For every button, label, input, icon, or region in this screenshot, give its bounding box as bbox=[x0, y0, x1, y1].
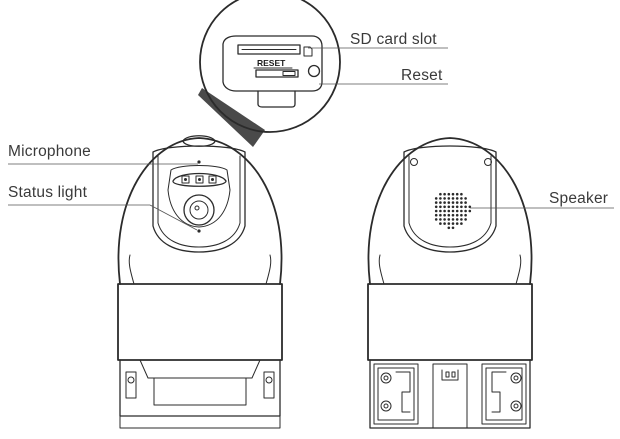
speaker-grill-hole bbox=[460, 197, 463, 200]
speaker-grill-hole bbox=[447, 201, 451, 204]
speaker-grill-hole bbox=[443, 197, 446, 200]
speaker-grill-hole bbox=[439, 218, 442, 221]
speaker-grill-hole bbox=[447, 197, 451, 200]
label-reset: Reset bbox=[401, 67, 443, 84]
speaker-grill-hole bbox=[451, 213, 455, 217]
label-speaker: Speaker bbox=[549, 190, 608, 207]
label-sd-card-slot: SD card slot bbox=[350, 31, 437, 48]
speaker-grill-hole bbox=[464, 197, 467, 200]
front-view-camera bbox=[117, 135, 283, 429]
speaker-grill-hole bbox=[460, 192, 463, 196]
speaker-grill-hole bbox=[434, 218, 438, 221]
sd-card-slot-opening bbox=[237, 44, 301, 55]
speaker-grill-hole bbox=[455, 209, 459, 213]
speaker-grill-hole bbox=[455, 213, 459, 217]
camera-lens bbox=[183, 194, 215, 226]
speaker-grill-hole bbox=[434, 201, 438, 204]
back-view-camera bbox=[367, 137, 533, 429]
speaker-grill-hole bbox=[464, 205, 467, 209]
label-microphone: Microphone bbox=[8, 143, 91, 160]
speaker-grill-hole bbox=[434, 205, 438, 209]
speaker-grill-hole bbox=[443, 218, 446, 221]
speaker-grill-hole bbox=[439, 222, 442, 225]
speaker-grill-hole bbox=[455, 192, 459, 196]
speaker-grill-hole bbox=[460, 222, 463, 225]
microphone-hole bbox=[197, 160, 201, 164]
speaker-grill-hole bbox=[468, 205, 472, 209]
speaker-grill-hole bbox=[439, 213, 442, 217]
speaker-grill-hole bbox=[447, 226, 451, 230]
speaker-grill-hole bbox=[451, 197, 455, 200]
speaker-grill-hole bbox=[460, 218, 463, 221]
speaker-grill-hole bbox=[434, 209, 438, 213]
leader-lines bbox=[8, 47, 614, 231]
speaker-grill-hole bbox=[439, 209, 442, 213]
speaker-grill-hole bbox=[460, 205, 463, 209]
speaker-grill-hole bbox=[455, 197, 459, 200]
speaker-grill-hole bbox=[464, 201, 467, 204]
speaker-grill-hole bbox=[455, 205, 459, 209]
label-status-light: Status light bbox=[8, 184, 88, 201]
speaker-grill-hole bbox=[439, 192, 442, 196]
speaker-grill-hole bbox=[451, 205, 455, 209]
speaker-grill-hole bbox=[451, 226, 455, 230]
speaker-grill-hole bbox=[464, 218, 467, 221]
speaker-grill-hole bbox=[451, 201, 455, 204]
speaker-grill-hole bbox=[451, 209, 455, 213]
speaker-grill-hole bbox=[447, 209, 451, 213]
sd-card-callout: RESET bbox=[198, 0, 341, 147]
speaker-grill-hole bbox=[468, 209, 472, 213]
speaker-grill-hole bbox=[443, 201, 446, 204]
speaker-grill-hole bbox=[439, 201, 442, 204]
speaker-grill-hole bbox=[455, 218, 459, 221]
speaker-grill-hole bbox=[455, 222, 459, 225]
speaker-grill-hole bbox=[460, 201, 463, 204]
speaker-grill-hole bbox=[451, 218, 455, 221]
speaker-grill-hole bbox=[460, 213, 463, 217]
speaker-grill-hole bbox=[447, 222, 451, 225]
speaker-grill-hole bbox=[443, 222, 446, 225]
reset-print: RESET bbox=[257, 58, 286, 68]
speaker-grill-hole bbox=[447, 192, 451, 196]
speaker-grill-hole bbox=[434, 213, 438, 217]
speaker-grill-hole bbox=[447, 218, 451, 221]
speaker-grill bbox=[434, 192, 472, 230]
speaker-grill-hole bbox=[447, 205, 451, 209]
speaker-grill-hole bbox=[434, 197, 438, 200]
speaker-grill-hole bbox=[464, 209, 467, 213]
speaker-grill-hole bbox=[451, 192, 455, 196]
speaker-grill-hole bbox=[460, 209, 463, 213]
speaker-grill-hole bbox=[439, 205, 442, 209]
speaker-grill-hole bbox=[443, 213, 446, 217]
speaker-grill-hole bbox=[443, 209, 446, 213]
speaker-grill-hole bbox=[447, 213, 451, 217]
speaker-grill-hole bbox=[464, 213, 467, 217]
reset-button bbox=[307, 64, 321, 78]
speaker-grill-hole bbox=[451, 222, 455, 225]
speaker-grill-hole bbox=[443, 205, 446, 209]
speaker-grill-hole bbox=[443, 192, 446, 196]
status-light-dot bbox=[197, 229, 201, 233]
speaker-grill-hole bbox=[455, 201, 459, 204]
speaker-grill-hole bbox=[439, 197, 442, 200]
